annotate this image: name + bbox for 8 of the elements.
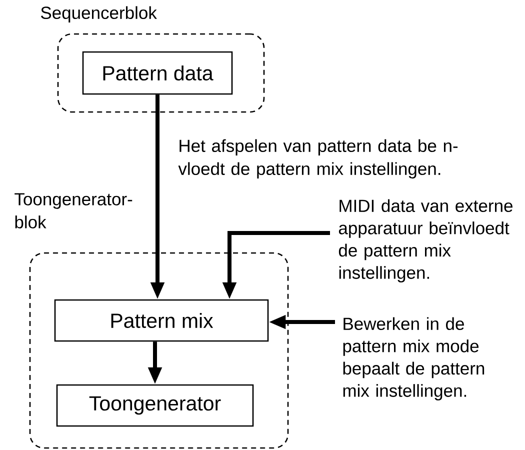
group-label: Toongenerator-blok [14, 193, 132, 228]
process-box: Toongenerator [56, 384, 254, 427]
group-label: Sequencerblok [41, 6, 157, 23]
note-text: MIDI data van externe apparatuur beïnvloedt de pattern mix instellingen. [338, 199, 512, 282]
process-box: Pattern data [82, 51, 233, 95]
edge-label: Het afspelen van pattern data be n- vloedt de pattern mix instellingen. [178, 139, 458, 179]
note-text: Bewerken in de pattern mix mode bepaalt de pattern mix instellingen. [343, 317, 484, 400]
process-box: Pattern mix [54, 299, 269, 342]
